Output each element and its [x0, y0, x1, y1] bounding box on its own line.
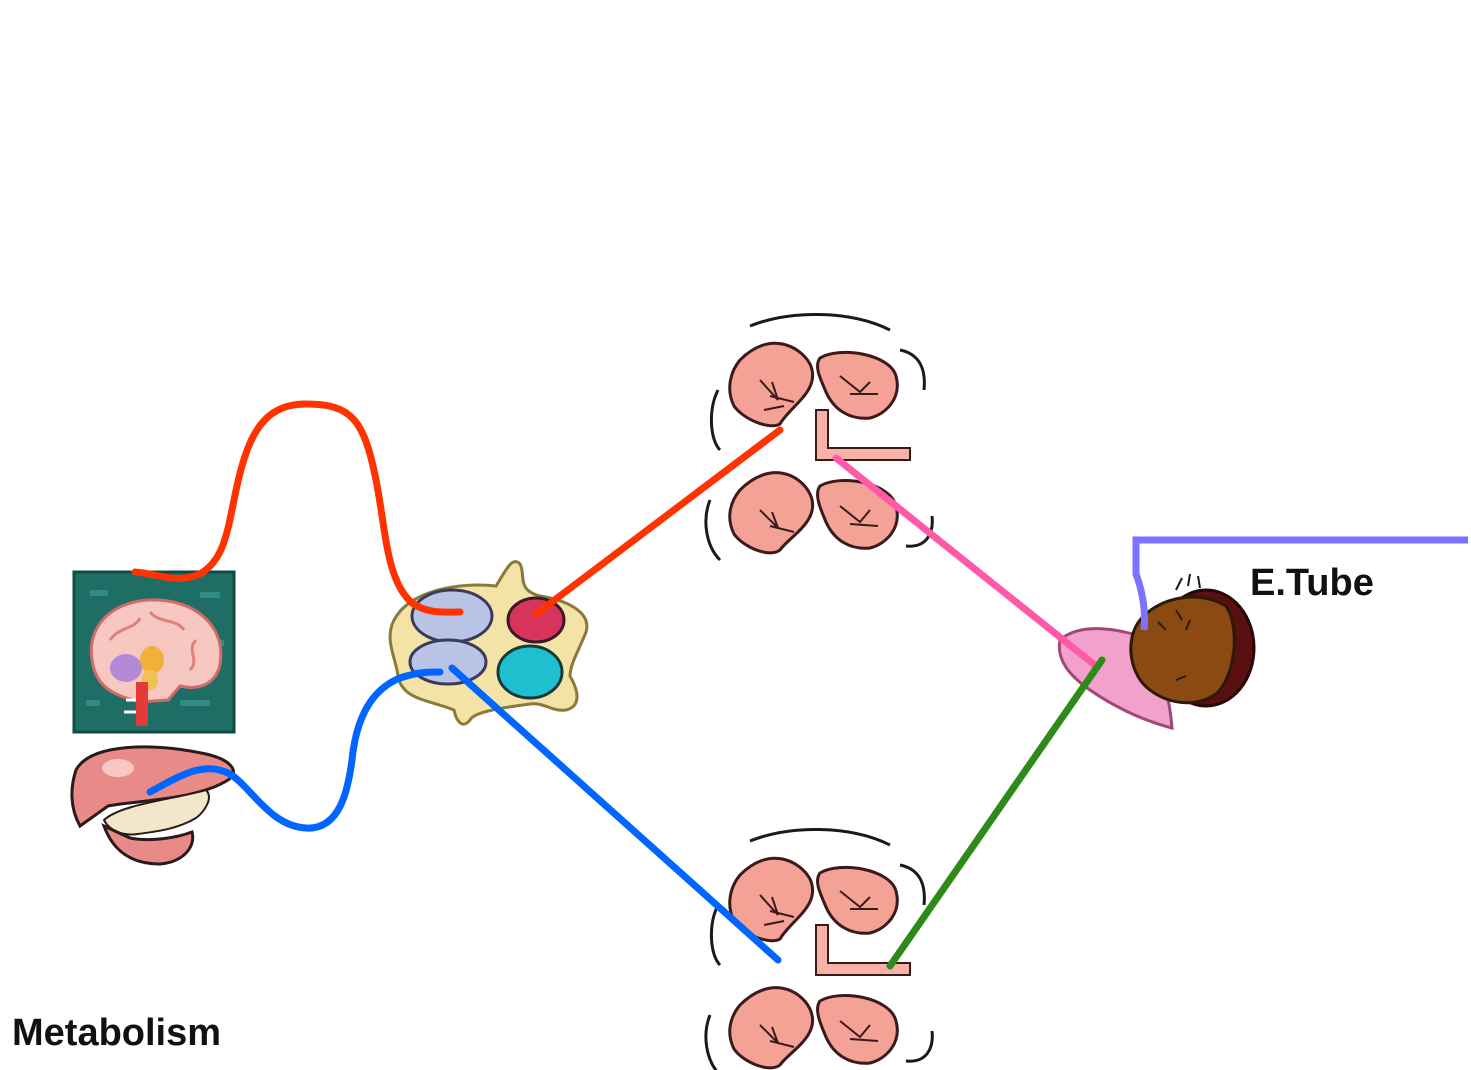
- patient-head-icon: [1057, 573, 1256, 730]
- blue-path-heart-to-lower-lungs: [448, 664, 782, 964]
- liver-pancreas-icon: [70, 745, 235, 866]
- etube-label: E.Tube: [1250, 562, 1374, 604]
- red-path-heart-to-upper-lungs: [532, 426, 784, 618]
- upper-lungs-icon: [704, 312, 934, 562]
- green-path-lower-lungs-to-patient: [886, 656, 1106, 970]
- pink-path-upper-lungs-to-patient: [832, 454, 1100, 670]
- brain-icon: [72, 570, 236, 734]
- red-path-brain-to-heart: [131, 400, 464, 616]
- heart-icon: [388, 560, 589, 726]
- blue-path-liver-to-heart: [146, 668, 444, 832]
- purple-path-etube: [1132, 536, 1468, 631]
- metabolism-label: Metabolism: [12, 1012, 222, 1054]
